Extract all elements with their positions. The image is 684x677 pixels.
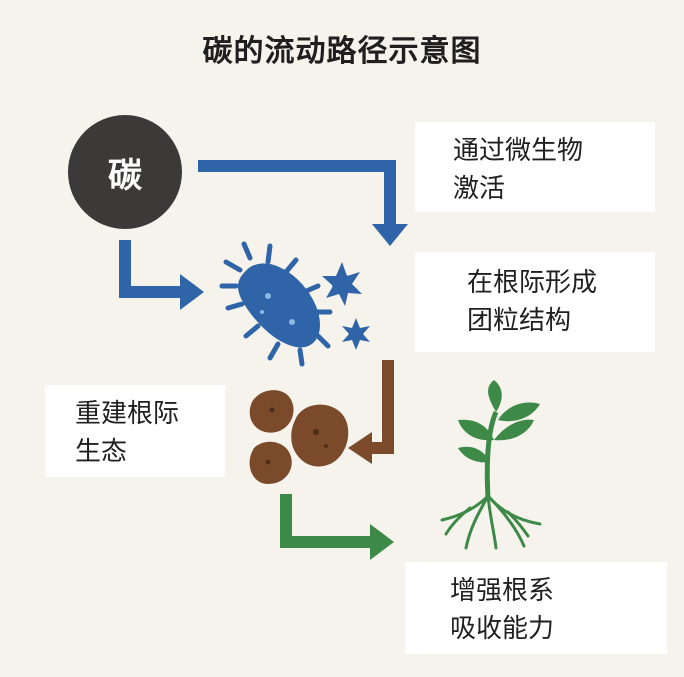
soil-aggregate-icon bbox=[249, 390, 349, 484]
carbon-label: 碳 bbox=[108, 155, 142, 196]
arrow-to-roots bbox=[280, 494, 372, 548]
microbe-star-icon bbox=[322, 262, 362, 306]
arrow-carbon-to-microbes bbox=[119, 240, 182, 298]
microbe-icon bbox=[219, 241, 333, 367]
arrow-to-soil bbox=[368, 360, 394, 454]
arrow-carbon-to-activation bbox=[198, 160, 396, 225]
step-microbe-activation: 通过微生物 激活 bbox=[415, 122, 655, 212]
page-title: 碳的流动路径示意图 bbox=[202, 34, 482, 69]
plant-icon bbox=[440, 380, 542, 550]
step-1-line-2: 激活 bbox=[453, 174, 506, 204]
step-aggregate-formation: 在根际形成 团粒结构 bbox=[415, 252, 655, 352]
step-3-line-1: 重建根际 bbox=[75, 399, 180, 429]
step-1-line-1: 通过微生物 bbox=[453, 136, 584, 166]
step-3-line-2: 生态 bbox=[75, 437, 128, 467]
step-4-line-1: 增强根系 bbox=[450, 576, 555, 606]
step-4-line-2: 吸收能力 bbox=[450, 614, 555, 644]
step-2-line-2: 团粒结构 bbox=[467, 306, 572, 336]
step-rhizosphere-rebuild: 重建根际 生态 bbox=[45, 385, 225, 477]
arrow-head-icon bbox=[348, 432, 372, 464]
arrow-head-icon bbox=[180, 274, 204, 310]
arrow-head-icon bbox=[372, 224, 408, 246]
step-2-line-1: 在根际形成 bbox=[467, 268, 598, 298]
step-root-absorption: 增强根系 吸收能力 bbox=[405, 562, 667, 654]
carbon-node: 碳 bbox=[68, 115, 182, 229]
arrow-head-icon bbox=[370, 524, 394, 560]
microbe-star-icon bbox=[342, 318, 370, 350]
